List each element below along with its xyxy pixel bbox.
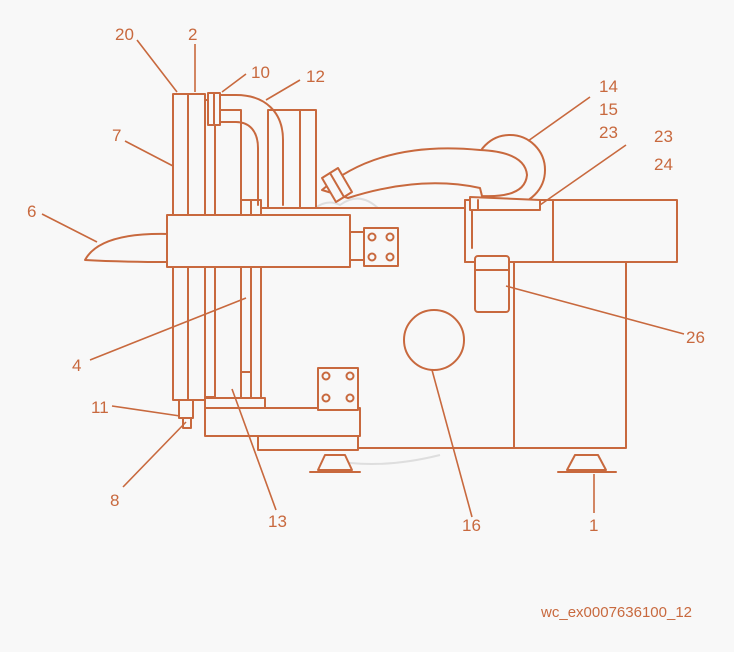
label-12: 12 — [306, 67, 325, 86]
label-13: 13 — [268, 512, 287, 531]
right-curved-pipe — [321, 134, 546, 211]
label-20: 20 — [115, 25, 134, 44]
label-7: 7 — [112, 126, 121, 145]
top-housing — [267, 109, 317, 209]
figure-id: wc_ex0007636100_12 — [540, 604, 692, 621]
label-15: 15 — [599, 100, 618, 119]
top-elbow-pipe — [207, 92, 284, 206]
label-26: 26 — [686, 328, 705, 347]
label-8: 8 — [110, 491, 119, 510]
label-23-b: 23 — [654, 127, 673, 146]
label-16: 16 — [462, 516, 481, 535]
label-23-a: 23 — [599, 123, 618, 142]
base-frame — [204, 367, 617, 473]
leader-lines — [41, 39, 685, 518]
label-1: 1 — [589, 516, 598, 535]
label-2: 2 — [188, 25, 197, 44]
label-6: 6 — [27, 202, 36, 221]
label-4: 4 — [72, 356, 81, 375]
part-number-labels: 20 2 10 12 7 6 14 15 23 23 24 26 4 11 8 … — [27, 25, 705, 535]
label-14: 14 — [599, 77, 618, 96]
label-11: 11 — [91, 398, 109, 417]
horizontal-arm — [84, 214, 399, 268]
label-24: 24 — [654, 155, 673, 174]
label-10: 10 — [251, 63, 270, 82]
